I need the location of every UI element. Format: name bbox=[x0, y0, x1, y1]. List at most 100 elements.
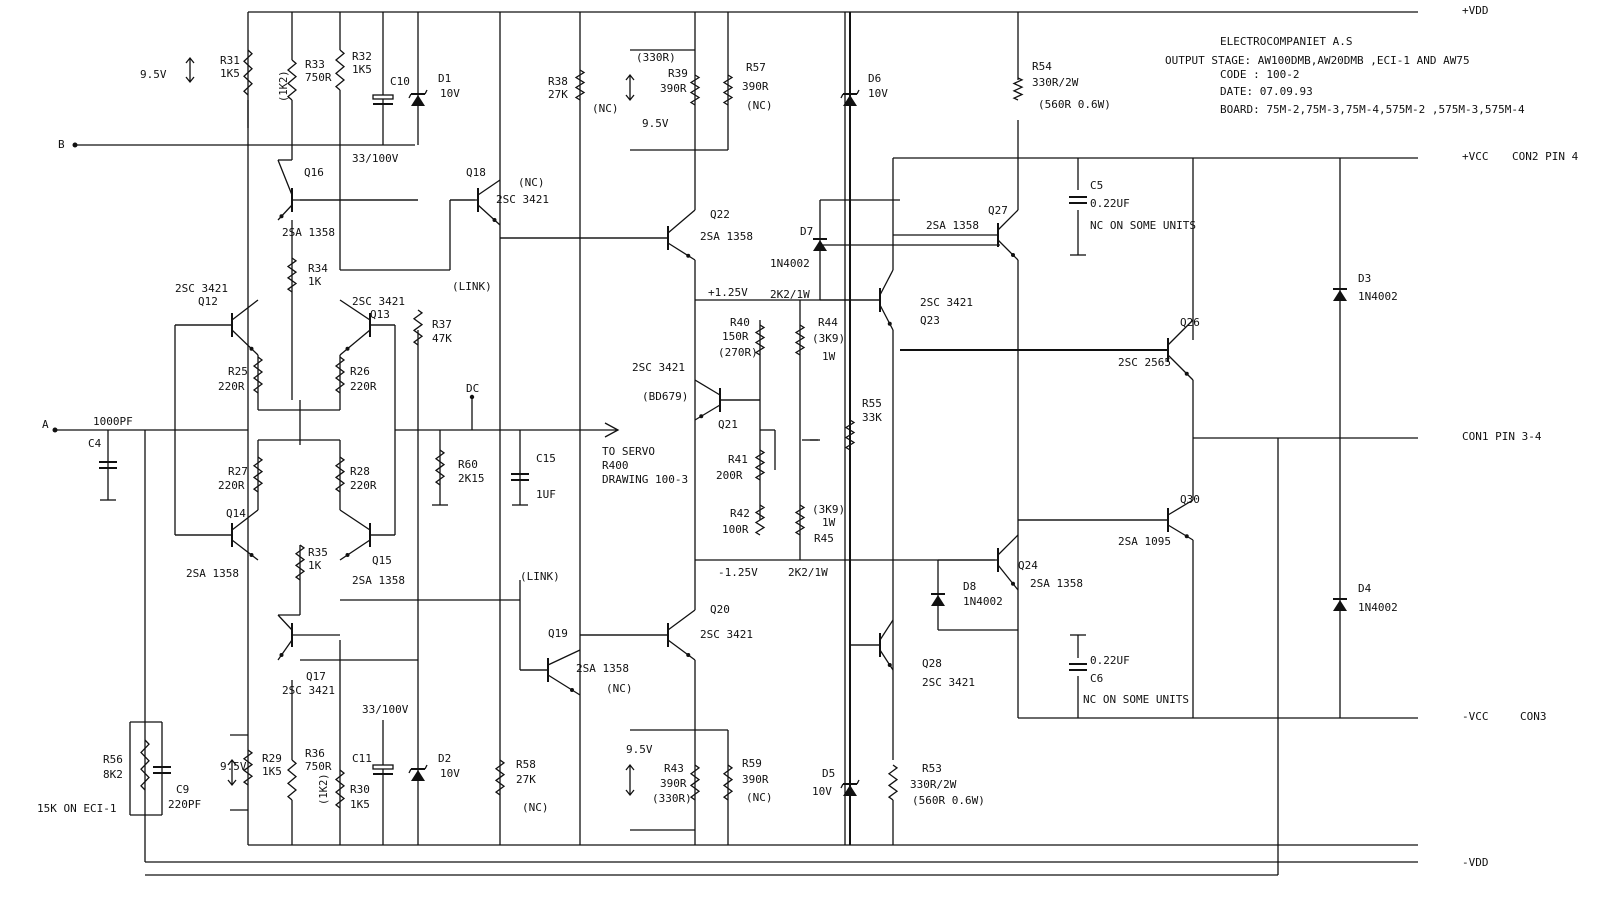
q21-emitter-arrow bbox=[699, 414, 704, 419]
r44-name: R44 bbox=[818, 316, 838, 329]
q21-emitter-lead bbox=[694, 404, 721, 421]
c4-value: 1000PF bbox=[93, 415, 133, 428]
r54-name: R54 bbox=[1032, 60, 1052, 73]
q14-name: Q14 bbox=[226, 507, 246, 520]
r35-resistor-symbol bbox=[294, 544, 306, 581]
r30-value: 1K5 bbox=[350, 798, 370, 811]
plus-125v-label: +1.25V bbox=[708, 286, 748, 299]
q28-collector-lead bbox=[879, 619, 894, 641]
title-block: ELECTROCOMPANIET A.S OUTPUT STAGE: AW100… bbox=[1165, 35, 1525, 116]
d1-zener-tick-l bbox=[408, 93, 412, 99]
node-labels: A B DC TO SERVO R400 DRAWING 100-3 +1.25… bbox=[42, 138, 758, 583]
c4-name: C4 bbox=[88, 437, 102, 450]
r36-value: 750R bbox=[305, 760, 332, 773]
r33-value: 750R bbox=[305, 71, 332, 84]
r56-note: 15K ON ECI-1 bbox=[37, 802, 116, 815]
q18-emitter-lead bbox=[477, 204, 501, 226]
r32-resistor-symbol bbox=[334, 49, 346, 91]
d3-name: D3 bbox=[1358, 272, 1371, 285]
q27-emitter-arrow bbox=[1011, 253, 1015, 257]
r42-name: R42 bbox=[730, 507, 750, 520]
r37-name: R37 bbox=[432, 318, 452, 331]
r44-power: 1W bbox=[822, 350, 836, 363]
q14-emitter-lead bbox=[231, 539, 259, 561]
q18-nc: (NC) bbox=[518, 176, 545, 189]
c5-name: C5 bbox=[1090, 179, 1103, 192]
r38-name: R38 bbox=[548, 75, 568, 88]
q12-collector-lead bbox=[231, 299, 259, 321]
voltage-markers: 9.5V 9.5V 9.5V 9.5V bbox=[140, 68, 669, 773]
d7-diode-body bbox=[813, 240, 827, 251]
q15-type: 2SA 1358 bbox=[352, 574, 405, 587]
d6-value: 10V bbox=[868, 87, 888, 100]
q23-emitter-arrow bbox=[887, 321, 892, 326]
r35-value: 1K bbox=[308, 559, 322, 572]
q12-name: Q12 bbox=[198, 295, 218, 308]
r31-value: 1K5 bbox=[220, 67, 240, 80]
r37-value: 47K bbox=[432, 332, 452, 345]
r-2k2-top: 2K2/1W bbox=[770, 288, 810, 301]
d6-name: D6 bbox=[868, 72, 881, 85]
r53-resistor-symbol bbox=[887, 764, 899, 801]
component-symbols bbox=[99, 49, 1347, 809]
q14-collector-lead bbox=[231, 509, 259, 531]
r42-resistor-symbol bbox=[754, 504, 766, 536]
rails-wiring bbox=[55, 11, 1418, 863]
r36-alt: (1K2) bbox=[318, 773, 330, 805]
vmarker-bottom-left-head-top bbox=[227, 758, 237, 766]
r41-value: 200R bbox=[716, 469, 743, 482]
q14-emitter-arrow bbox=[249, 553, 254, 557]
r38-nc: (NC) bbox=[592, 102, 619, 115]
r39-alt: (330R) bbox=[636, 51, 676, 64]
minus-125v-label: -1.25V bbox=[718, 566, 758, 579]
q12-emitter-lead bbox=[231, 329, 259, 356]
r38-value: 27K bbox=[548, 88, 568, 101]
r57-name: R57 bbox=[746, 61, 766, 74]
d5-name: D5 bbox=[822, 767, 835, 780]
r43-resistor-symbol bbox=[689, 764, 701, 801]
servo-label-1: TO SERVO bbox=[602, 445, 655, 458]
d7-value: 1N4002 bbox=[770, 257, 810, 270]
node-b-label: B bbox=[58, 138, 65, 151]
q30-collector-lead bbox=[1167, 499, 1194, 516]
r40-resistor-symbol bbox=[754, 324, 766, 356]
q22-name: Q22 bbox=[710, 208, 730, 221]
q28-type: 2SC 3421 bbox=[922, 676, 975, 689]
rail-labels: +VDD -VDD +VCC CON2 PIN 4 -VCC CON3 CON1… bbox=[1462, 4, 1579, 869]
servo-label-3: DRAWING 100-3 bbox=[602, 473, 688, 486]
q19-nc: (NC) bbox=[606, 682, 633, 695]
d4-value: 1N4002 bbox=[1358, 601, 1398, 614]
q30-emitter-lead bbox=[1167, 524, 1194, 541]
r31-resistor-symbol bbox=[243, 49, 253, 96]
q23-type: 2SC 3421 bbox=[920, 296, 973, 309]
q27-name: Q27 bbox=[988, 204, 1008, 217]
c9-name: C9 bbox=[176, 783, 189, 796]
r29-resistor-symbol bbox=[242, 749, 254, 786]
q15-emitter-lead bbox=[339, 539, 371, 561]
q24-name: Q24 bbox=[1018, 559, 1038, 572]
resistor-labels: R31 1K5 R33 750R (1K2) R32 1K5 R34 1K R3… bbox=[37, 50, 1111, 815]
q26-collector-lead bbox=[1167, 319, 1194, 346]
r45-name: R45 bbox=[814, 532, 834, 545]
r56-resistor-symbol bbox=[140, 739, 150, 791]
d8-diode-body bbox=[931, 595, 945, 606]
q20-emitter-arrow bbox=[686, 653, 691, 657]
d4-diode-body bbox=[1333, 600, 1347, 611]
r27-resistor-symbol bbox=[252, 456, 264, 493]
r53-name: R53 bbox=[922, 762, 942, 775]
r43-name: R43 bbox=[664, 762, 684, 775]
q17-type: 2SC 3421 bbox=[282, 684, 335, 697]
r32-name: R32 bbox=[352, 50, 372, 63]
vmarker-r39-head-top bbox=[625, 73, 635, 81]
capacitor-labels: C10 33/100V C11 33/100V C4 1000PF C9 220… bbox=[88, 75, 1196, 811]
r58-value: 27K bbox=[516, 773, 536, 786]
r59-nc: (NC) bbox=[746, 791, 773, 804]
q19-type: 2SA 1358 bbox=[576, 662, 629, 675]
d7-name: D7 bbox=[800, 225, 813, 238]
q18-collector-lead bbox=[477, 179, 501, 196]
r27-name: R27 bbox=[228, 465, 248, 478]
r60-resistor-symbol bbox=[434, 449, 446, 486]
r40-alt: (270R) bbox=[718, 346, 758, 359]
r39-resistor-symbol bbox=[689, 74, 701, 106]
